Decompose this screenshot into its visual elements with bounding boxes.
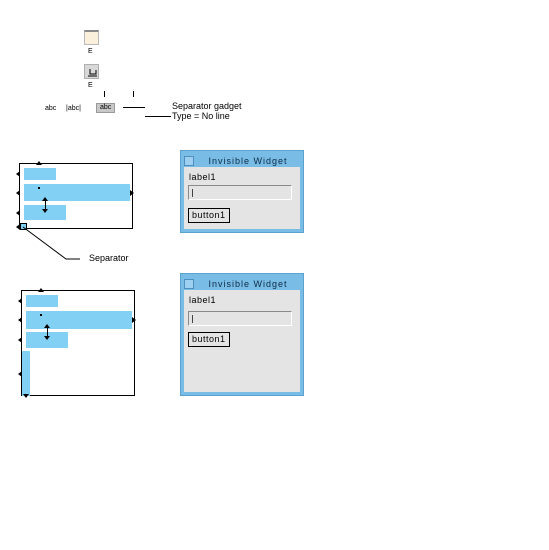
attach-bottom-arrow <box>23 394 29 398</box>
attach-left-arrow <box>16 224 20 230</box>
form-icon[interactable] <box>84 30 99 45</box>
attach-left-arrow <box>16 171 20 177</box>
selected-widget-icon[interactable]: abc <box>96 103 116 113</box>
attach-left-arrow <box>16 190 20 196</box>
invisible-separator <box>188 202 292 203</box>
separator-callout-line <box>22 226 80 260</box>
separator-tick-right <box>133 91 134 97</box>
gadget-title-annotation: Separator gadget <box>172 101 242 111</box>
attach-up-arrow <box>44 324 50 328</box>
vertical-attach-line <box>45 199 46 211</box>
attach-top-arrow <box>38 288 44 292</box>
text-caret <box>192 315 193 323</box>
vertical-attach-line <box>47 326 48 338</box>
attach-left-arrow <box>18 317 22 323</box>
attach-left-arrow <box>18 371 22 377</box>
layout-diagram-1 <box>16 161 134 230</box>
textfield-bar[interactable] <box>24 184 130 201</box>
title-bar[interactable]: Invisible Widget <box>184 277 300 290</box>
attach-up-arrow <box>42 197 48 201</box>
label-widget-icon[interactable]: abc <box>45 105 57 112</box>
separator-handle[interactable] <box>20 223 27 230</box>
attach-top-arrow <box>36 161 42 165</box>
form-icon-label: E <box>88 48 93 55</box>
invisible-widget-window-2: Invisible Widget label1 button1 <box>180 273 304 396</box>
window-client-area: label1 button1 <box>184 167 300 229</box>
textfield-bar[interactable] <box>26 311 132 329</box>
label-bar[interactable] <box>26 295 58 307</box>
label-bar[interactable] <box>24 168 56 180</box>
attach-right-arrow <box>132 317 136 323</box>
layout-diagram-2 <box>18 288 136 398</box>
label-widget: label1 <box>189 172 217 182</box>
attach-left-arrow <box>18 337 22 343</box>
separator-bar[interactable] <box>22 351 30 396</box>
text-caret <box>192 189 193 197</box>
window-title: Invisible Widget <box>208 278 288 289</box>
gadget-type-annotation: Type = No line <box>172 111 230 121</box>
attach-right-arrow <box>130 190 134 196</box>
window-client-area: label1 button1 <box>184 290 300 392</box>
bulletin-board-icon[interactable] <box>84 64 99 79</box>
window-menu-icon[interactable] <box>184 278 194 289</box>
attach-left-arrow <box>18 298 22 304</box>
title-bar[interactable]: Invisible Widget <box>184 154 300 167</box>
attach-left-arrow <box>16 210 20 216</box>
push-button[interactable]: button1 <box>188 332 230 347</box>
window-title: Invisible Widget <box>208 155 288 166</box>
text-field[interactable] <box>188 311 292 326</box>
separator-tick-left <box>104 91 105 97</box>
separator-gadget-line[interactable] <box>123 107 145 108</box>
separator-annotation: Separator <box>89 253 129 263</box>
button-bar[interactable] <box>26 332 68 348</box>
attach-down-arrow <box>42 209 48 213</box>
push-button[interactable]: button1 <box>188 208 230 223</box>
gadget-callout-line <box>145 116 171 117</box>
invisible-widget-window-1: Invisible Widget label1 button1 <box>180 150 304 233</box>
framed-label-widget-icon[interactable]: |abc| <box>66 105 81 112</box>
anchor-dot <box>40 314 42 316</box>
attach-down-arrow <box>44 336 50 340</box>
window-menu-icon[interactable] <box>184 155 194 166</box>
label-widget: label1 <box>189 295 217 305</box>
bulletin-board-icon-label: E <box>88 82 93 89</box>
text-field[interactable] <box>188 185 292 200</box>
anchor-dot <box>38 187 40 189</box>
